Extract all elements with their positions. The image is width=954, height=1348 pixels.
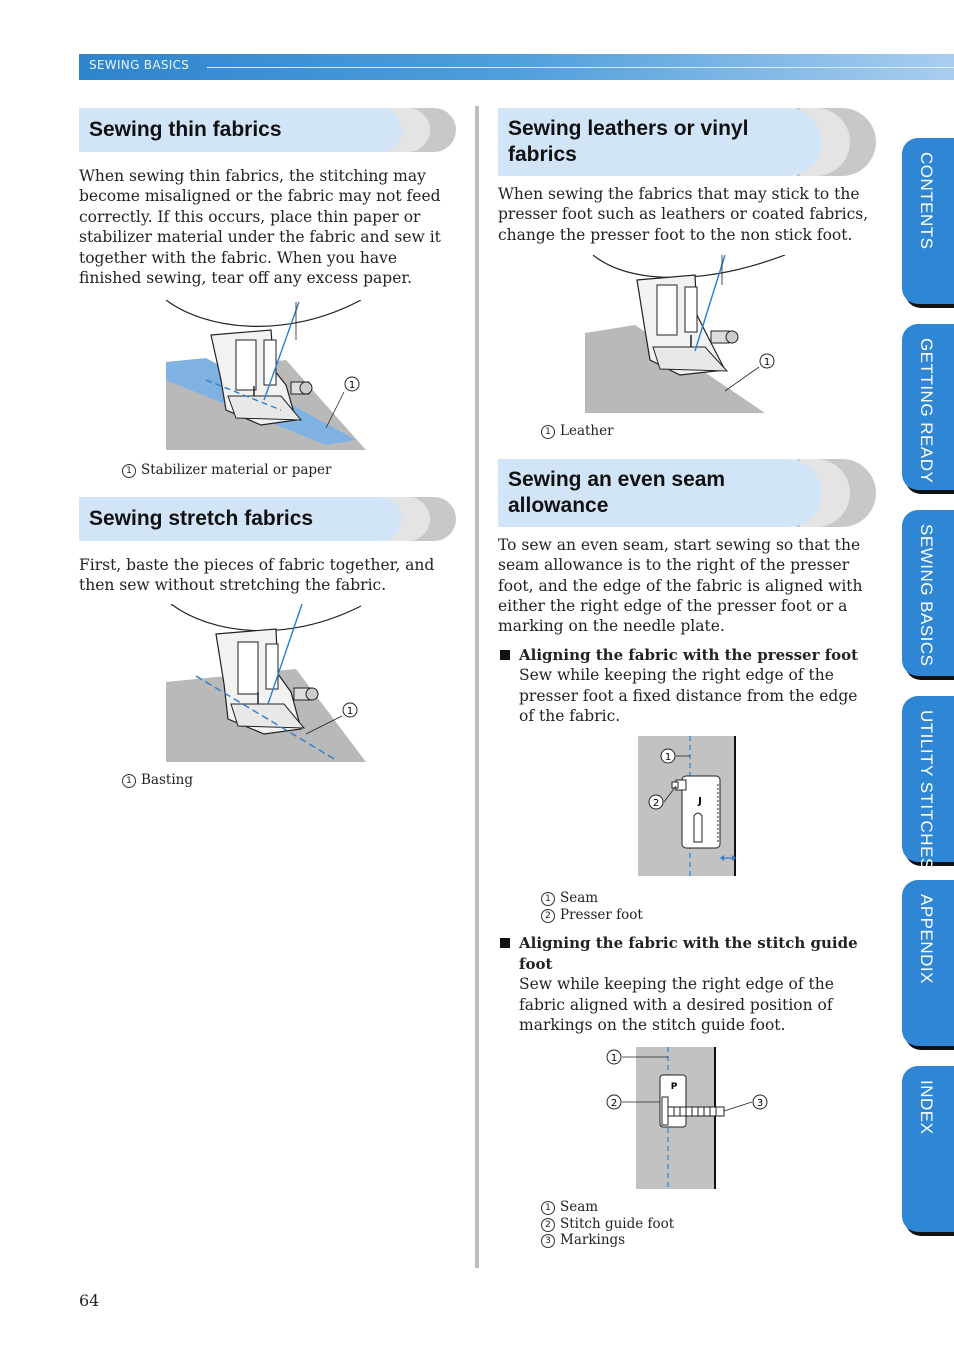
- tab-index[interactable]: INDEX: [902, 1066, 954, 1232]
- stretch-fabrics-body: First, baste the pieces of fabric togeth…: [79, 555, 435, 595]
- callout-2: 2: [653, 798, 659, 809]
- tab-appendix[interactable]: APPENDIX: [902, 880, 954, 1046]
- tab-label: SEWING BASICS: [917, 524, 936, 667]
- bullet-square: [500, 649, 510, 660]
- callout-1: 1: [611, 1053, 617, 1064]
- thin-fabrics-body: When sewing thin fabrics, the stitching …: [79, 167, 441, 288]
- tab-contents[interactable]: CONTENTS: [902, 138, 954, 304]
- leathers-illustration: 1: [585, 254, 786, 414]
- tab-utility-stitches[interactable]: UTILITY STITCHES: [902, 696, 954, 870]
- heading-text: Sewing thin fabrics: [89, 118, 282, 141]
- bullet-heading: Aligning the fabric with the presser foo…: [519, 645, 859, 664]
- bullet-text: Sew while keeping the right edge of the …: [519, 666, 858, 725]
- tab-label: CONTENTS: [917, 152, 936, 250]
- presser-foot-alignment-figure: J 1 2: [632, 736, 736, 877]
- callout-1: 1: [665, 752, 671, 763]
- section-header-bar: SEWING BASICS: [79, 54, 954, 80]
- even-seam-body: To sew an even seam, start sewing so tha…: [498, 535, 863, 636]
- foot-letter-p: P: [671, 1082, 678, 1092]
- heading-text: Sewing leathers or vinyl fabrics: [508, 117, 749, 166]
- section-label: SEWING BASICS: [89, 58, 190, 72]
- bullet-stitch-guide-foot: Aligning the fabric with the stitch guid…: [498, 933, 876, 1035]
- bullet-square: [500, 938, 510, 949]
- section-heading-thin-fabrics: Sewing thin fabrics: [79, 108, 456, 152]
- section-heading-leathers: Sewing leathers or vinyl fabrics: [498, 108, 876, 176]
- stitch-guide-diagram: P 1 2 3: [598, 1047, 778, 1190]
- bullet-text: Sew while keeping the right edge of the …: [519, 975, 834, 1034]
- leathers-body: When sewing the fabrics that may stick t…: [498, 185, 869, 244]
- section-heading-even-seam: Sewing an even seam allowance: [498, 458, 876, 527]
- left-column: Sewing thin fabrics When sewing thin fab…: [79, 108, 456, 788]
- callout-3: 3: [757, 1098, 763, 1109]
- foot-letter-j: J: [697, 796, 702, 807]
- tab-sewing-basics[interactable]: SEWING BASICS: [902, 510, 954, 676]
- sewing-machine-foot-figure: 1: [166, 603, 366, 762]
- tab-label: INDEX: [917, 1080, 936, 1135]
- bullet-heading: Aligning the fabric with the stitch guid…: [519, 934, 858, 973]
- thin-fabrics-illustration: 1: [165, 299, 366, 451]
- bullet-presser-foot: Aligning the fabric with the presser foo…: [498, 645, 876, 727]
- callout-1: 1: [347, 706, 353, 717]
- stretch-fabrics-illustration: 1: [166, 603, 366, 762]
- tab-label: GETTING READY: [917, 338, 936, 484]
- callout-1: 1: [349, 380, 355, 391]
- callout-1: 1: [764, 357, 770, 368]
- sewing-machine-foot-figure: 1: [585, 254, 786, 414]
- tab-label: UTILITY STITCHES: [917, 710, 936, 870]
- callout-2: 2: [611, 1098, 617, 1109]
- heading-text: Sewing an even seam allowance: [508, 467, 726, 517]
- heading-text: Sewing stretch fabrics: [89, 506, 314, 530]
- tab-getting-ready[interactable]: GETTING READY: [902, 324, 954, 490]
- presser-foot-diagram: J 1 2: [632, 736, 748, 877]
- right-column: Sewing leathers or vinyl fabrics When se…: [498, 108, 876, 1249]
- column-divider: [475, 106, 479, 1268]
- tab-label: APPENDIX: [917, 894, 936, 984]
- page-number: 64: [79, 1291, 100, 1310]
- header-rule: [207, 67, 954, 68]
- section-heading-stretch-fabrics: Sewing stretch fabrics: [79, 496, 456, 541]
- stitch-guide-alignment-figure: P 1 2 3: [606, 1047, 768, 1190]
- sewing-machine-foot-figure: 1: [165, 299, 366, 451]
